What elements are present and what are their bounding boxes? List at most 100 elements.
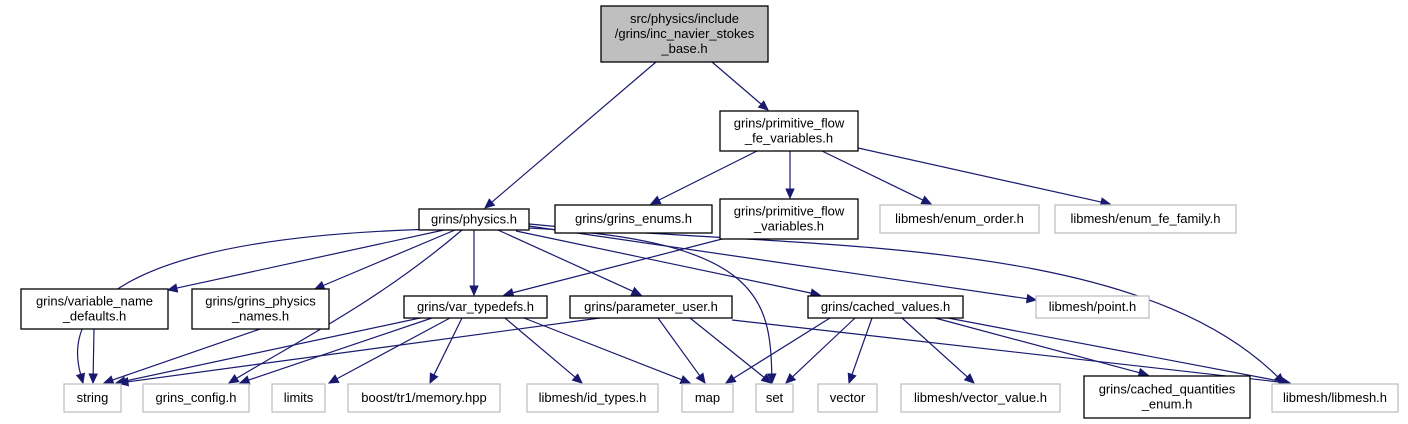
edge-prim_fe-to-enum_order — [821, 150, 933, 205]
node-label: _variables.h — [753, 219, 824, 234]
edge-line — [336, 317, 451, 380]
node-box — [755, 383, 794, 413]
node-box — [403, 295, 548, 319]
node-box — [554, 204, 713, 234]
node-label: grins/primitive_flow — [734, 116, 845, 131]
edge-line — [433, 317, 463, 376]
arrowhead — [1025, 293, 1038, 304]
edge-cached_values-to-cached_quantities — [934, 317, 1150, 378]
edge-var_typedefs-to-map — [523, 317, 692, 384]
edge-physics-to-set — [528, 227, 777, 385]
node-label: grins/parameter_user.h — [584, 299, 718, 314]
node-memory[interactable]: boost/tr1/memory.hpp — [347, 383, 501, 413]
arrowhead — [327, 374, 340, 384]
node-label: libmesh/id_types.h — [539, 390, 647, 405]
node-label: grins/grins_enums.h — [575, 211, 692, 226]
node-label: grins/grins_physics — [205, 294, 316, 309]
arrowhead — [920, 195, 933, 205]
arrowhead — [724, 373, 737, 384]
node-label: _base.h — [660, 41, 707, 56]
edge-physics-to-phys_names — [313, 229, 456, 290]
node-box — [569, 295, 733, 319]
edge-line — [323, 229, 456, 287]
arrowhead — [429, 372, 439, 385]
node-label: _defaults.h — [62, 309, 127, 324]
edge-line — [792, 317, 856, 378]
node-point[interactable]: libmesh/point.h — [1035, 295, 1150, 319]
node-box — [1083, 375, 1251, 419]
node-param-user[interactable]: grins/parameter_user.h — [569, 295, 733, 319]
node-label: libmesh/vector_value.h — [914, 390, 1047, 405]
node-var-typedefs[interactable]: grins/var_typedefs.h — [403, 295, 548, 319]
node-id-types[interactable]: libmesh/id_types.h — [526, 383, 659, 413]
node-phys-names[interactable]: grins/grins_physics_names.h — [191, 288, 330, 330]
node-label: vector — [830, 390, 866, 405]
node-label: grins/variable_name — [36, 294, 153, 309]
edge-line — [497, 229, 634, 292]
node-label: libmesh/libmesh.h — [1283, 390, 1387, 405]
edge-prim_fe-to-prim_vars — [785, 151, 795, 200]
node-label: _names.h — [231, 309, 289, 324]
arrowhead — [102, 375, 115, 385]
node-grins-enums[interactable]: grins/grins_enums.h — [554, 204, 713, 234]
edge-phys_names-to-string — [102, 328, 261, 385]
edge-line — [857, 147, 1102, 203]
node-vector-value[interactable]: libmesh/vector_value.h — [900, 383, 1061, 413]
node-prim-vars[interactable]: grins/primitive_flow_variables.h — [719, 198, 859, 240]
arrowhead — [649, 195, 662, 205]
arrowhead — [760, 373, 772, 384]
node-box — [526, 383, 659, 413]
edge-line — [76, 228, 441, 375]
node-box — [719, 110, 859, 152]
arrowhead — [630, 286, 643, 296]
node-set[interactable]: set — [755, 383, 794, 413]
node-cached-quantities[interactable]: grins/cached_quantities_enum.h — [1083, 375, 1251, 419]
node-physics[interactable]: grins/physics.h — [418, 208, 530, 231]
edge-physics-to-string — [75, 228, 441, 385]
edge-line — [657, 317, 701, 377]
node-vector[interactable]: vector — [817, 383, 878, 413]
node-label: grins/physics.h — [431, 212, 517, 227]
node-box — [1271, 383, 1399, 413]
node-grins-config[interactable]: grins_config.h — [142, 383, 250, 413]
edge-prim_vars-to-var_typedefs — [502, 237, 727, 298]
node-limits[interactable]: limits — [271, 383, 326, 413]
edge-line — [947, 317, 1282, 382]
node-libmesh[interactable]: libmesh/libmesh.h — [1271, 383, 1399, 413]
edge-physics-to-var_name — [166, 229, 445, 293]
node-cached-values[interactable]: grins/cached_values.h — [807, 295, 964, 319]
node-label: libmesh/enum_fe_family.h — [1070, 211, 1220, 226]
edge-line — [901, 317, 968, 378]
node-root[interactable]: src/physics/include/grins/inc_navier_sto… — [600, 5, 769, 63]
node-label: _enum.h — [1141, 397, 1193, 412]
nodes-layer: src/physics/include/grins/inc_navier_sto… — [20, 5, 1399, 419]
node-box — [418, 208, 530, 231]
node-string[interactable]: string — [63, 383, 122, 413]
arrowhead — [963, 373, 975, 384]
node-label: limits — [284, 390, 314, 405]
edge-line — [491, 61, 657, 203]
arrowhead — [847, 372, 857, 385]
node-box — [191, 288, 330, 330]
arrowhead — [166, 283, 179, 293]
node-box — [900, 383, 1061, 413]
arrowhead — [767, 373, 777, 385]
node-map[interactable]: map — [681, 383, 734, 413]
edge-param_user-to-string — [117, 317, 601, 387]
node-prim-fe[interactable]: grins/primitive_flow_fe_variables.h — [719, 110, 859, 152]
node-label: grins/primitive_flow — [734, 204, 845, 219]
edge-cached_values-to-libmesh — [947, 317, 1292, 386]
node-label: src/physics/include — [630, 11, 739, 26]
edge-var_typedefs-to-limits — [327, 317, 451, 384]
edge-line — [176, 229, 445, 289]
edge-line — [658, 150, 758, 201]
edge-root-to-prim_fe — [711, 61, 769, 111]
node-enum-order[interactable]: libmesh/enum_order.h — [879, 204, 1040, 234]
edge-line — [92, 328, 95, 375]
arrowhead — [75, 372, 86, 385]
node-box — [142, 383, 250, 413]
node-var-name[interactable]: grins/variable_name_defaults.h — [20, 288, 169, 330]
node-enum-fe-family[interactable]: libmesh/enum_fe_family.h — [1054, 204, 1237, 234]
edge-line — [821, 150, 924, 201]
node-label: string — [77, 390, 109, 405]
